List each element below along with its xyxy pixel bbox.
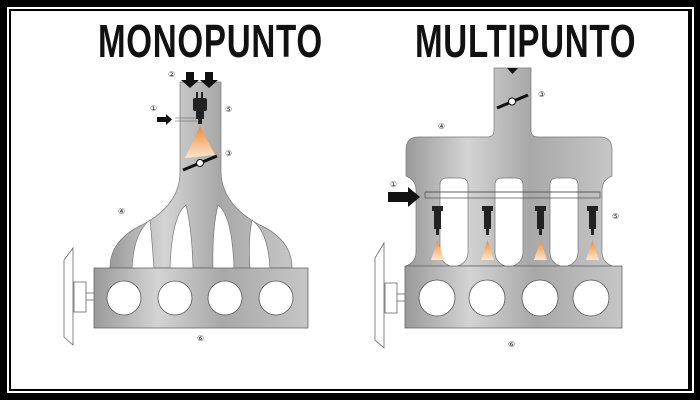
multi-intake-manifold [405,67,613,267]
mono-cylinder-4 [258,280,294,316]
mono-fuel-spray [185,126,215,158]
multi-fuel-sprays [431,240,599,260]
mono-injector [193,92,207,124]
multi-label-5: ⑤ [612,212,619,221]
multi-label-1: ① [390,180,397,189]
mono-label-4: ④ [118,207,125,216]
multi-injector-2 [482,206,493,235]
multi-injectors [432,206,598,235]
multi-fuel-rail [424,191,601,199]
mono-cylinder-1 [106,280,142,316]
multi-label-3: ③ [538,90,545,99]
multi-throttle-pivot [508,97,516,106]
mono-fuel-arrow [157,114,172,125]
monopunto-diagram: ① ② ③ ④ ⑤ ⑥ [63,70,309,346]
mono-label-2: ② [168,70,175,79]
multi-spray-4 [586,240,599,260]
multipunto-diagram: ① ③ ④ ⑤ ⑥ [374,67,623,349]
mono-fuel-line [175,117,197,122]
multi-cylinder-4 [572,279,610,317]
multi-cylinder-3 [521,279,559,317]
mono-cylinder-3 [207,280,243,316]
mono-label-5: ⑤ [225,105,232,114]
multi-spray-1 [431,240,444,260]
mono-cylinders [106,280,294,316]
multi-spray-2 [481,240,494,260]
mono-label-6: ⑥ [197,334,204,343]
multipunto-title: MULTIPUNTO [415,15,637,67]
multi-spray-3 [534,240,547,260]
multi-injector-4 [587,206,598,235]
multi-injector-1 [432,206,443,235]
mono-pulley [63,246,94,346]
monopunto-title: MONOPUNTO [98,15,323,67]
multi-cylinders [418,279,610,317]
mono-throttle-pivot [196,159,204,167]
multi-fuel-arrow [388,187,420,207]
mono-cylinder-2 [157,280,193,316]
multi-cylinder-2 [468,279,506,317]
mono-label-1: ① [150,104,157,113]
mono-label-3: ③ [225,149,232,158]
multi-label-6: ⑥ [508,340,515,349]
multi-injector-3 [535,206,546,235]
multi-label-4: ④ [438,122,445,131]
multi-air-arrow [507,68,518,74]
multi-cylinder-1 [418,279,456,317]
multi-pulley [374,241,405,349]
mono-air-arrows [181,72,218,88]
